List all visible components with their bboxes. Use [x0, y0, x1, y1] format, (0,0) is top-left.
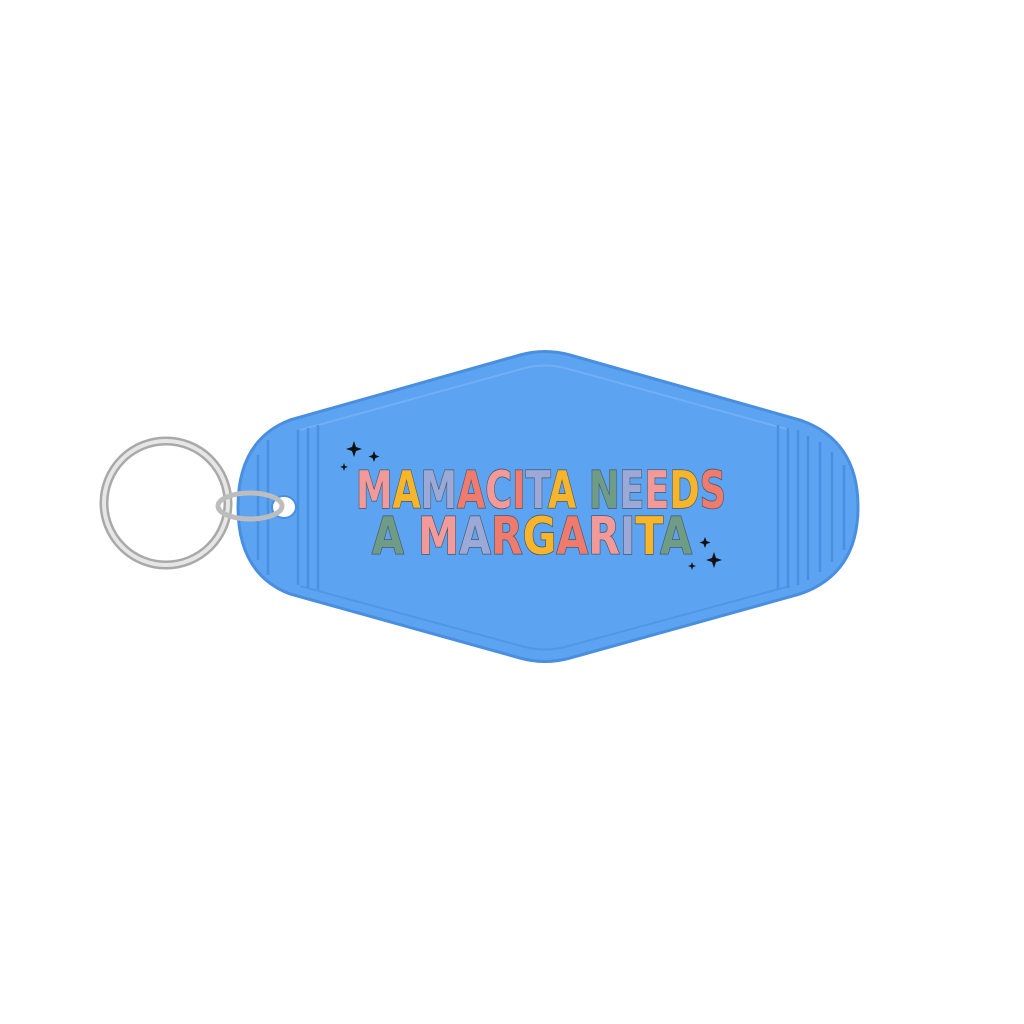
link-ring — [215, 490, 285, 522]
slogan-letter: A — [392, 461, 420, 521]
slogan-letter: R — [588, 507, 620, 567]
slogan-letter: A — [660, 507, 692, 567]
slogan-letter: R — [491, 507, 523, 567]
slogan-letter: G — [523, 507, 557, 567]
sparkle-icon — [340, 463, 348, 471]
slogan-letter: M — [421, 461, 457, 521]
slogan-letter: N — [589, 461, 620, 521]
sparkle-icon — [706, 552, 722, 568]
slogan-letter: D — [669, 461, 699, 521]
slogan-letter: E — [619, 461, 644, 521]
slogan-line-1: MAMACITA NEEDS — [356, 461, 726, 521]
sparkle-icon — [699, 537, 711, 548]
sparkle-icon — [368, 451, 380, 462]
slogan-letter — [404, 507, 418, 567]
slogan-letter: E — [644, 461, 669, 521]
slogan-letter: A — [548, 461, 576, 521]
sparkle-icons — [340, 441, 722, 570]
sparkle-icon — [346, 441, 362, 457]
slogan-letter: C — [485, 461, 512, 521]
slogan-letter: S — [700, 461, 726, 521]
slogan-letter: T — [635, 507, 663, 567]
slogan-letter: A — [457, 461, 485, 521]
slogan-letter: I — [620, 507, 635, 567]
motel-key-tag — [236, 350, 860, 663]
slogan-letter: A — [556, 507, 588, 567]
slogan-letter: T — [526, 461, 551, 521]
slogan-letter: A — [372, 507, 404, 567]
slogan-letter: I — [512, 461, 526, 521]
sparkle-icon — [688, 562, 696, 570]
slogan-letter: M — [356, 461, 392, 521]
slogan-line-2: A MARGARITA — [372, 507, 692, 567]
slogan-letter: M — [418, 507, 459, 567]
slogan-letter: A — [459, 507, 491, 567]
grip-ridges — [256, 425, 846, 590]
